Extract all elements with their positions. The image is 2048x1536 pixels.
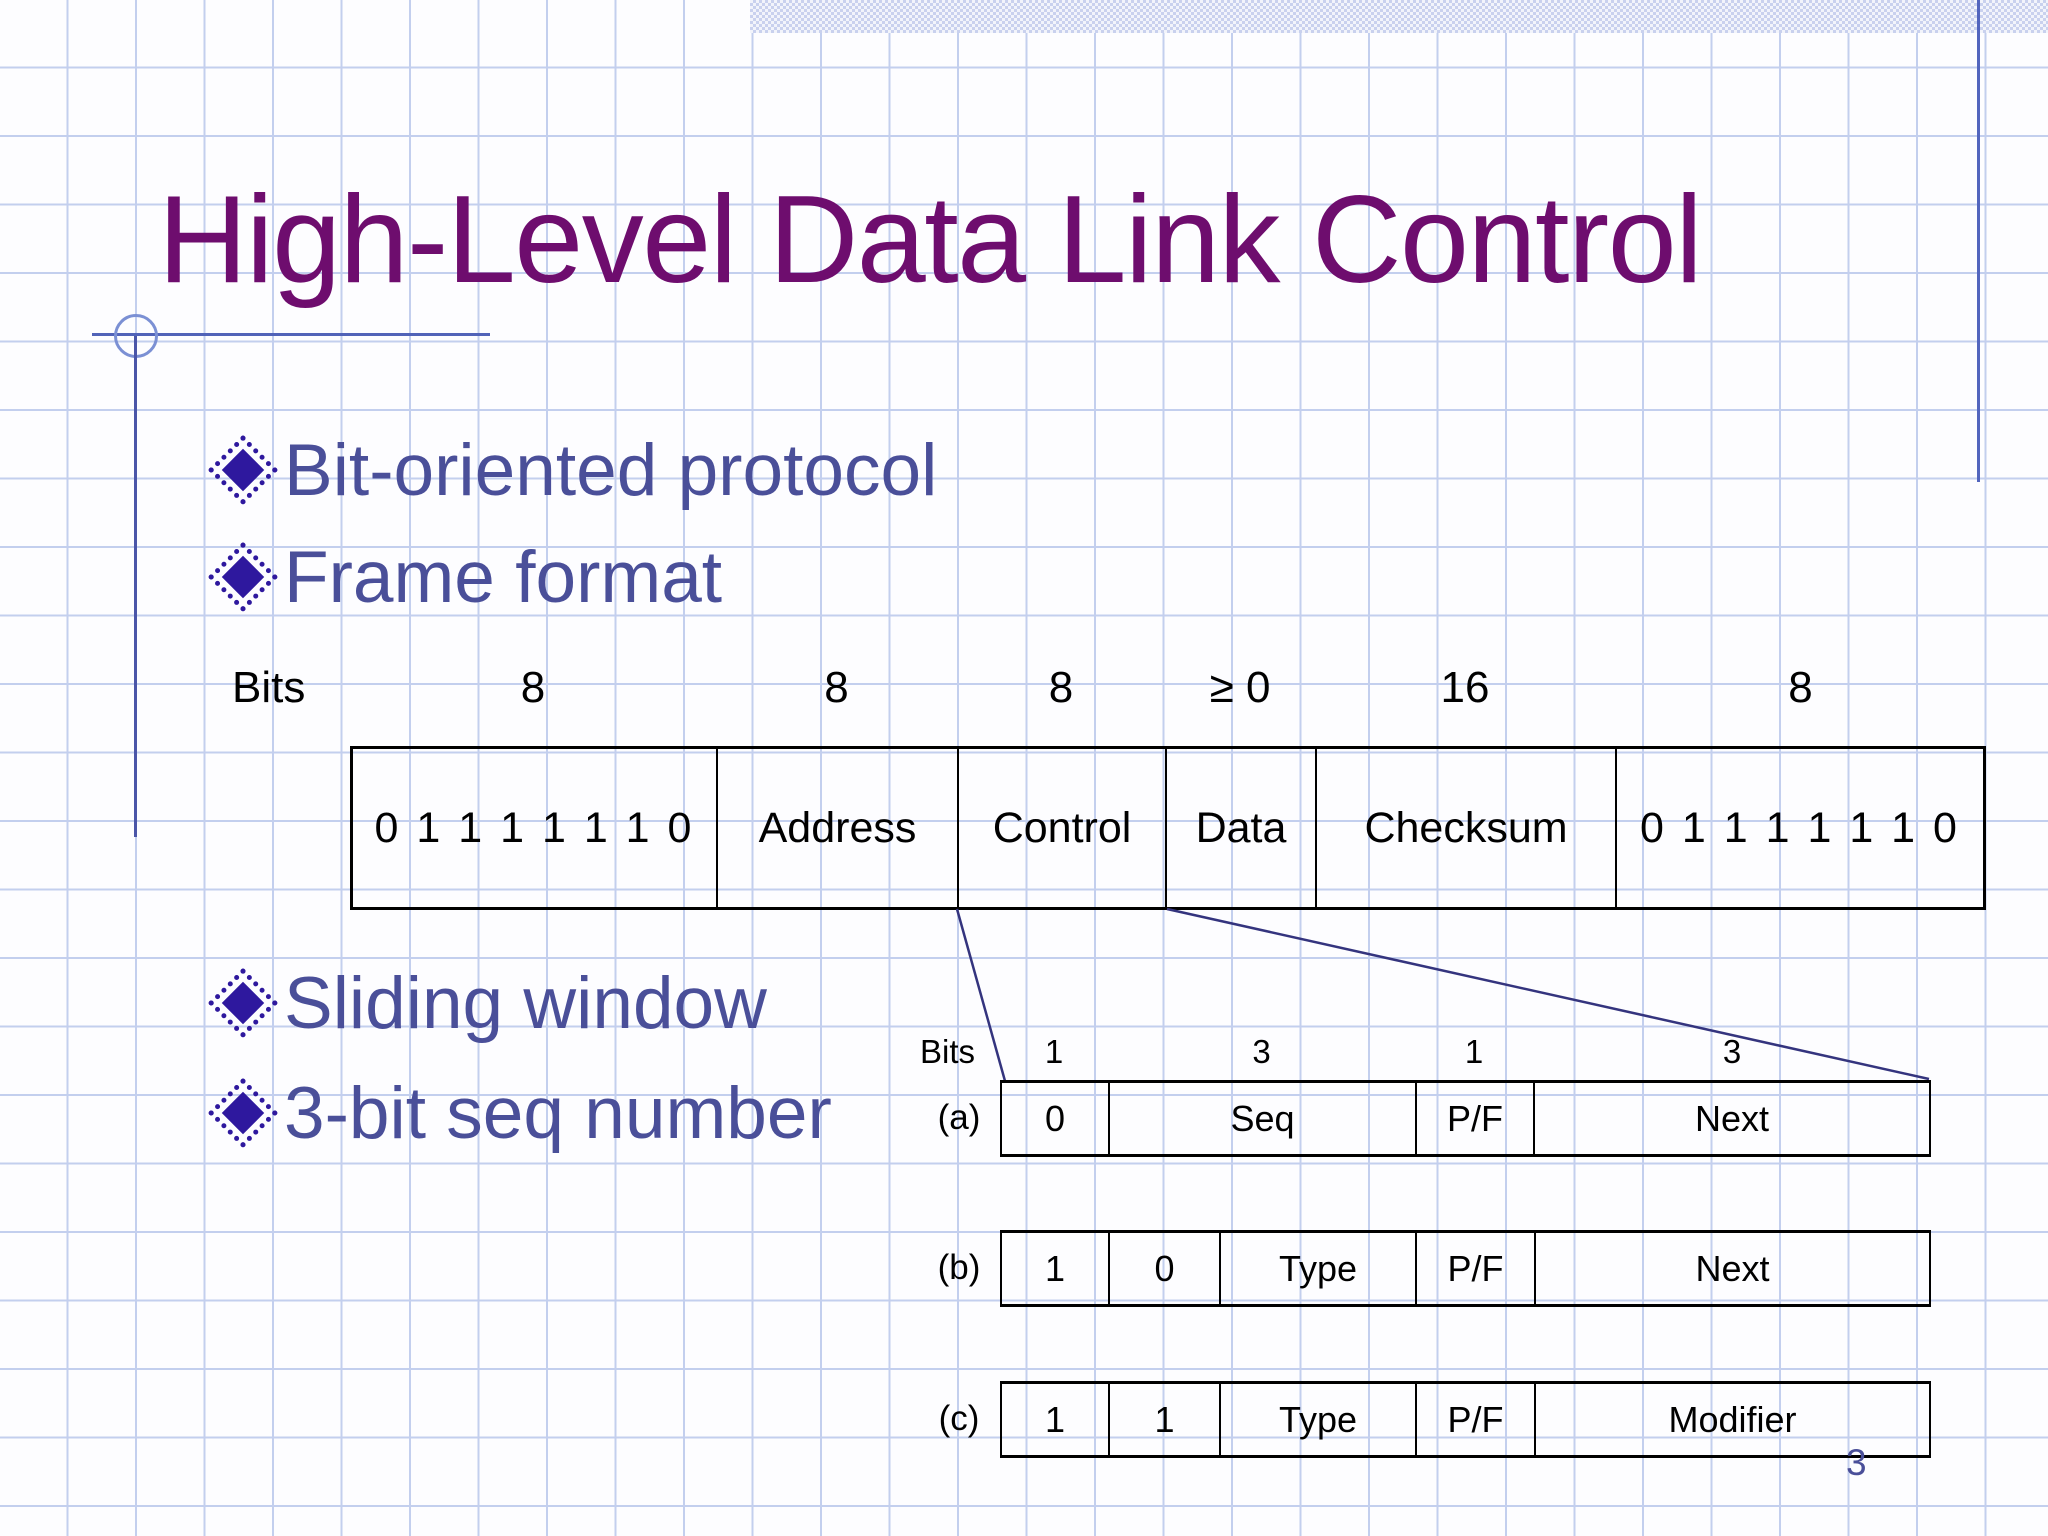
- frame-field-flag-end: 0 1 1 1 1 1 1 0: [1615, 749, 1983, 907]
- bullet-item-sliding-window: Sliding window: [207, 962, 767, 1044]
- frame-format-box: 0 1 1 1 1 1 1 0 Address Control Data Che…: [350, 746, 1986, 910]
- left-vertical-decor-line: [134, 336, 137, 837]
- control-a-pf: P/F: [1415, 1083, 1533, 1154]
- control-bit-widths-row: 1 3 1 3: [1000, 1028, 1931, 1068]
- control-a-next: Next: [1533, 1083, 1929, 1154]
- frame-field-data: Data: [1165, 749, 1315, 907]
- frame-bits-caption: Bits: [232, 663, 306, 712]
- control-b-pf: P/F: [1415, 1233, 1534, 1304]
- bit-width-label: 3: [1722, 1033, 1742, 1070]
- bit-width-label: 1: [1044, 1033, 1064, 1070]
- control-c-modifier: Modifier: [1534, 1384, 1929, 1455]
- right-vertical-decor-line: [1977, 0, 1980, 482]
- frame-bit-widths-row: 8 8 8 ≥ 0 16 8: [350, 664, 1986, 710]
- control-format-row-a: 0 Seq P/F Next: [1000, 1080, 1931, 1157]
- control-bits-caption: Bits: [920, 1033, 976, 1070]
- page-title: High-Level Data Link Control: [158, 171, 1703, 309]
- control-c-bit1: 1: [1108, 1384, 1219, 1455]
- frame-field-flag-start: 0 1 1 1 1 1 1 0: [374, 803, 695, 852]
- diamond-bullet-icon: [207, 967, 279, 1039]
- bullet-label: Frame format: [284, 536, 723, 618]
- diamond-bullet-icon: [207, 434, 279, 506]
- frame-field-control: Control: [957, 749, 1165, 907]
- row-label-b: (b): [937, 1248, 981, 1287]
- bullet-item-bit-oriented: Bit-oriented protocol: [207, 429, 938, 511]
- control-a-seq: Seq: [1108, 1083, 1415, 1154]
- diamond-bullet-icon: [207, 541, 279, 613]
- control-format-row-c: 1 1 Type P/F Modifier: [1000, 1381, 1931, 1458]
- bit-width-label: 3: [1252, 1033, 1271, 1070]
- control-b-bit0: 1: [1044, 1247, 1066, 1289]
- control-c-bit0: 1: [1044, 1398, 1066, 1440]
- bit-width-label: 1: [1464, 1033, 1484, 1070]
- bit-width-label: ≥ 0: [1209, 663, 1271, 712]
- control-b-bit1: 0: [1108, 1233, 1219, 1304]
- control-c-type: Type: [1219, 1384, 1415, 1455]
- control-c-pf: P/F: [1415, 1384, 1534, 1455]
- bullet-label: Bit-oriented protocol: [284, 429, 938, 511]
- row-label-c: (c): [938, 1399, 980, 1438]
- bit-width-label: 8: [824, 663, 849, 712]
- bullet-item-3bit-seq: 3-bit seq number: [207, 1072, 832, 1154]
- bit-width-label: 8: [1048, 663, 1074, 712]
- frame-field-checksum: Checksum: [1315, 749, 1615, 907]
- row-label-a: (a): [937, 1098, 981, 1137]
- control-format-row-b: 1 0 Type P/F Next: [1000, 1230, 1931, 1307]
- bullet-label: 3-bit seq number: [284, 1072, 832, 1154]
- bullet-item-frame-format: Frame format: [207, 536, 723, 618]
- diamond-bullet-icon: [207, 1077, 279, 1149]
- bit-width-label: 8: [520, 663, 546, 712]
- bit-width-label: 16: [1440, 663, 1490, 712]
- bit-width-label: 8: [1788, 663, 1813, 712]
- page-number: 3: [1846, 1442, 1867, 1483]
- title-underline: [92, 333, 490, 336]
- frame-field-address: Address: [716, 749, 957, 907]
- control-a-bit0: 0: [1044, 1097, 1066, 1139]
- control-b-next: Next: [1534, 1233, 1929, 1304]
- top-hatched-band: [750, 0, 2048, 33]
- control-b-type: Type: [1219, 1233, 1415, 1304]
- bullet-label: Sliding window: [284, 962, 767, 1044]
